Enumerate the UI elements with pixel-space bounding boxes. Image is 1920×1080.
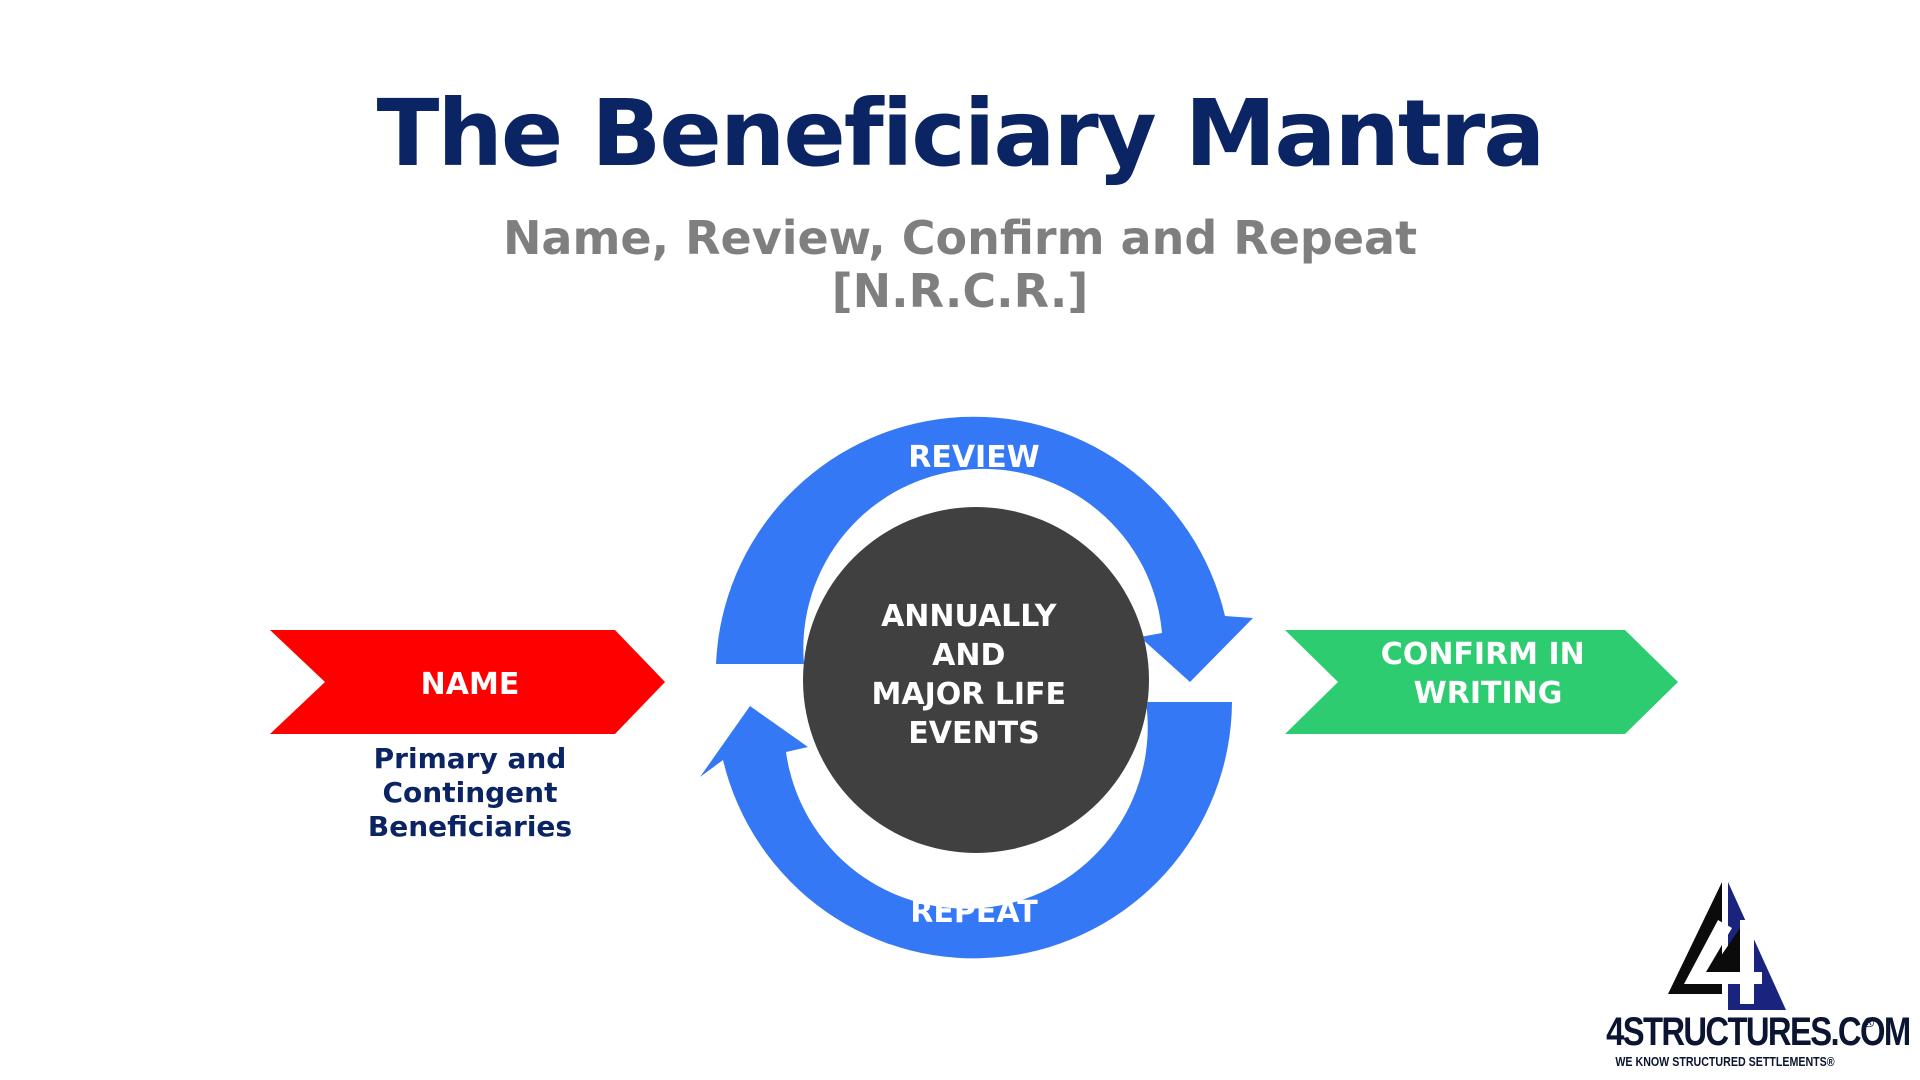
repeat-arc: REPEAT bbox=[700, 702, 1232, 959]
name-label: NAME bbox=[421, 667, 520, 702]
repeat-arc-shape bbox=[700, 702, 1232, 959]
name-caption-line-1: Primary and bbox=[373, 742, 567, 775]
logo-registered-mark: ® bbox=[1864, 1014, 1875, 1030]
review-arc-shape bbox=[716, 416, 1253, 682]
subtitle-line-1: Name, Review, Confirm and Repeat bbox=[502, 211, 1418, 265]
page-title: The Beneficiary Mantra bbox=[376, 80, 1546, 187]
review-label: REVIEW bbox=[908, 440, 1040, 475]
page-subtitle: Name, Review, Confirm and Repeat [N.R.C.… bbox=[0, 212, 1920, 318]
center-line-3: MAJOR LIFE bbox=[872, 677, 1067, 712]
name-caption: Primary and Contingent Beneficiaries bbox=[330, 742, 610, 844]
name-step: NAME bbox=[270, 630, 665, 734]
center-text: ANNUALLY AND MAJOR LIFE EVENTS bbox=[872, 599, 1077, 751]
subtitle-line-2: [N.R.C.R.] bbox=[831, 263, 1089, 318]
center-circle: ANNUALLY AND MAJOR LIFE EVENTS bbox=[803, 507, 1149, 853]
brand-logo: 4STRUCTURES.COM ® WE KNOW STRUCTURED SET… bbox=[1580, 872, 1911, 1072]
center-line-4: EVENTS bbox=[908, 716, 1039, 751]
center-line-2: AND bbox=[932, 638, 1005, 673]
confirm-step: CONFIRM IN WRITING bbox=[1285, 630, 1678, 734]
confirm-text: CONFIRM IN WRITING bbox=[1381, 637, 1595, 711]
review-arc: REVIEW bbox=[716, 416, 1253, 682]
name-caption-line-3: Beneficiaries bbox=[367, 810, 573, 844]
confirm-line-2: WRITING bbox=[1414, 676, 1563, 711]
name-caption-line-2: Contingent bbox=[382, 776, 558, 810]
confirm-chevron bbox=[1285, 630, 1678, 734]
logo-text: 4STRUCTURES.COM bbox=[1606, 1010, 1911, 1054]
confirm-line-1: CONFIRM IN bbox=[1381, 637, 1585, 672]
center-line-1: ANNUALLY bbox=[881, 599, 1058, 634]
sailboat-4-icon bbox=[1668, 882, 1786, 1010]
logo-tagline: WE KNOW STRUCTURED SETTLEMENTS® bbox=[1615, 1054, 1835, 1069]
repeat-label: REPEAT bbox=[910, 895, 1038, 930]
name-chevron bbox=[270, 630, 665, 734]
center-circle-fill bbox=[803, 507, 1149, 853]
